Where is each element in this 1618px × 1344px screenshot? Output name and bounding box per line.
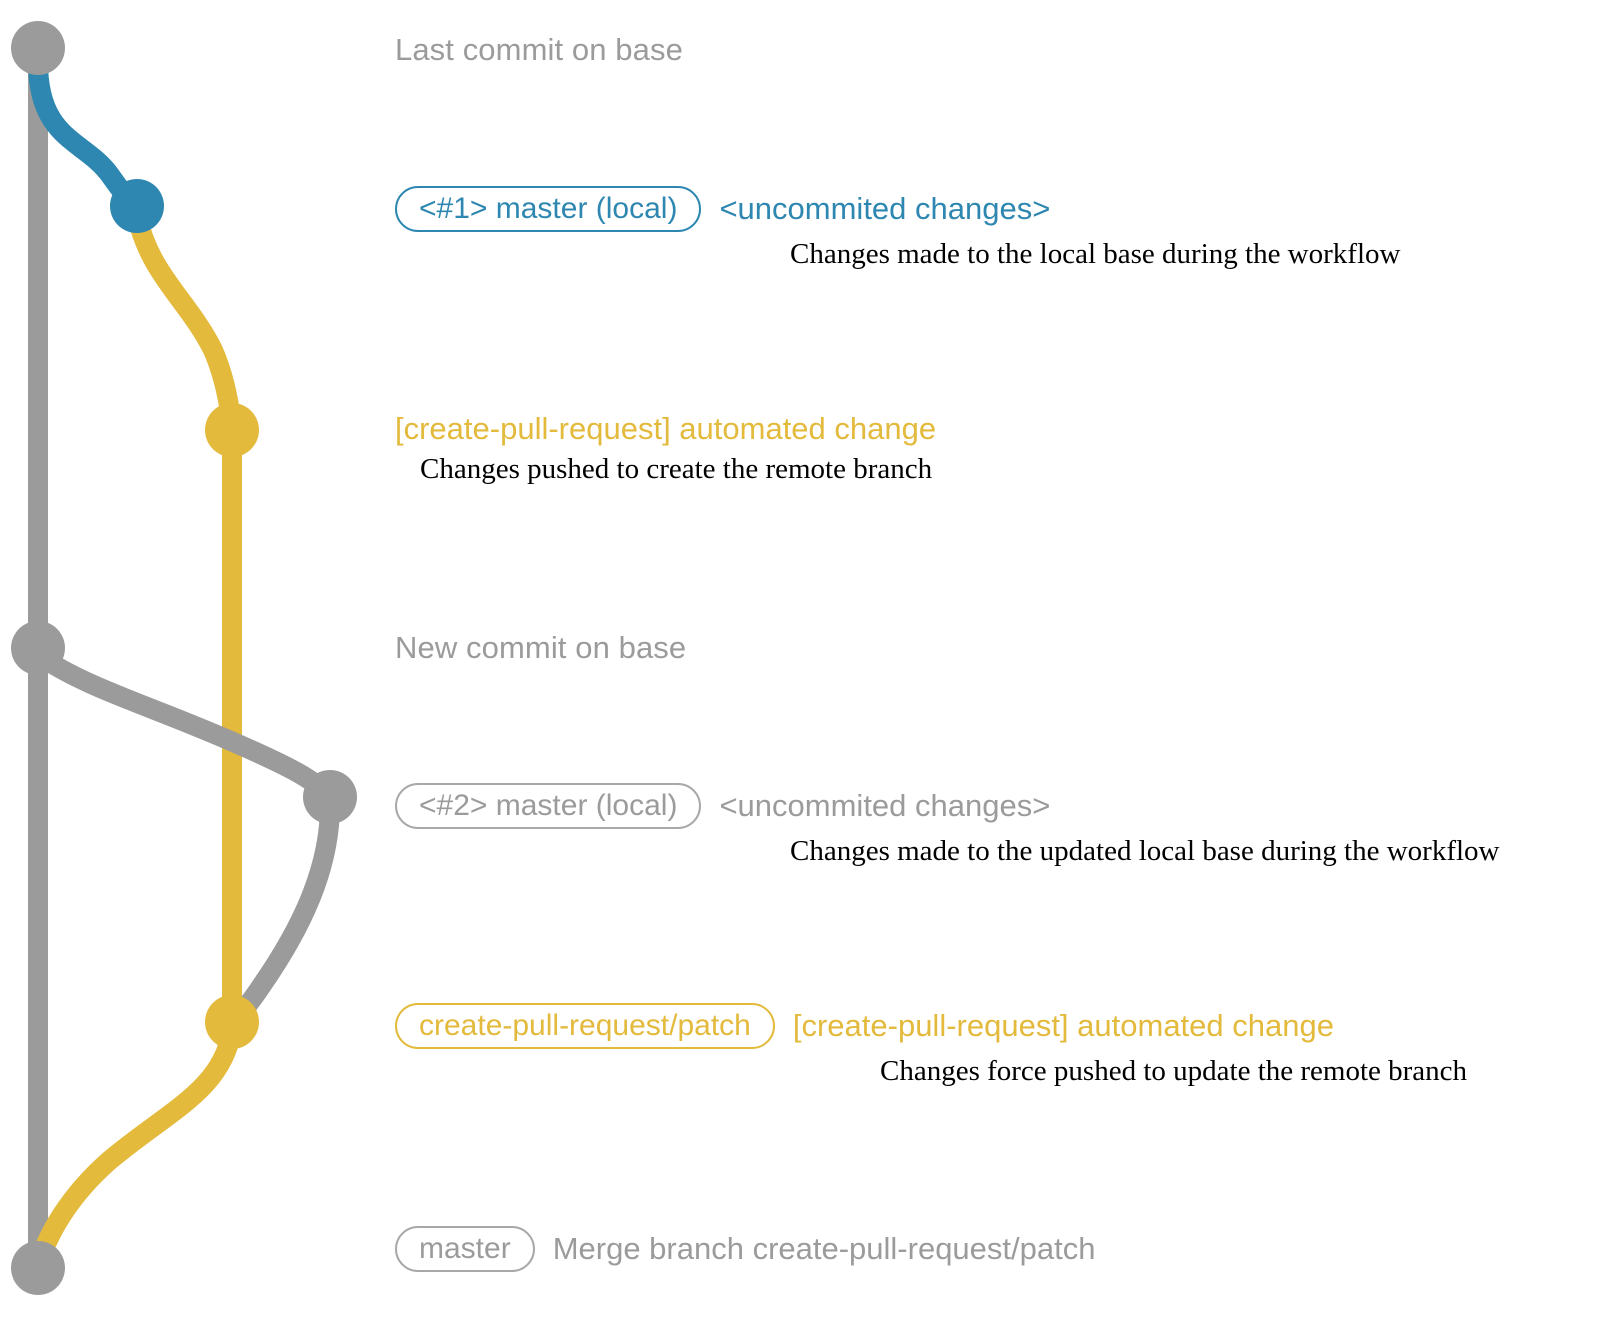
- merge-commit-node[interactable]: [11, 1241, 65, 1295]
- patch-commit-1-node[interactable]: [205, 403, 259, 457]
- patch-commit-2-node[interactable]: [205, 995, 259, 1049]
- patch-branch-1-line: [127, 206, 242, 440]
- row-last-commit: Last commit on base: [395, 32, 683, 68]
- row-local-commit-2: <#2> master (local) <uncommited changes>…: [395, 783, 1500, 868]
- row-new-commit: New commit on base: [395, 630, 686, 666]
- row-merge-commit-main: master Merge branch create-pull-request/…: [395, 1226, 1095, 1272]
- branch-badge-local-1[interactable]: <#1> master (local): [395, 186, 702, 232]
- commit-subject-patch-1: [create-pull-request] automated change: [395, 411, 937, 446]
- row-local-commit-1-main: <#1> master (local) <uncommited changes>: [395, 186, 1400, 232]
- branch-badge-local-2[interactable]: <#2> master (local): [395, 783, 702, 829]
- commit-description-patch-2: Changes force pushed to update the remot…: [880, 1055, 1468, 1087]
- row-patch-commit-1-main: [create-pull-request] automated change: [395, 411, 936, 447]
- commit-subject-merge: Merge branch create-pull-request/patch: [552, 1231, 1096, 1266]
- local-branch-2-line: [28, 645, 340, 807]
- row-patch-commit-2: create-pull-request/patch [create-pull-r…: [395, 1003, 1467, 1088]
- base-new-commit-node[interactable]: [11, 621, 65, 675]
- branch-badge-patch[interactable]: create-pull-request/patch: [395, 1003, 775, 1049]
- row-new-commit-main: New commit on base: [395, 630, 686, 666]
- commit-subject-last-commit: Last commit on base: [395, 32, 683, 67]
- row-merge-commit: master Merge branch create-pull-request/…: [395, 1226, 1095, 1272]
- commit-subject-patch-2: [create-pull-request] automated change: [792, 1008, 1334, 1043]
- branch-badge-master[interactable]: master: [395, 1226, 535, 1272]
- row-last-commit-main: Last commit on base: [395, 32, 683, 68]
- local-commit-2-node[interactable]: [303, 770, 357, 824]
- local-commit-1-node[interactable]: [110, 179, 164, 233]
- row-patch-commit-1: [create-pull-request] automated change C…: [395, 411, 936, 486]
- commit-description-local-2: Changes made to the updated local base d…: [790, 835, 1500, 867]
- commit-graph: [11, 21, 357, 1295]
- row-local-commit-2-main: <#2> master (local) <uncommited changes>: [395, 783, 1500, 829]
- commit-subject-local-2: <uncommited changes>: [719, 788, 1051, 823]
- commit-description-local-1: Changes made to the local base during th…: [790, 238, 1401, 270]
- commit-subject-new-commit: New commit on base: [395, 630, 687, 665]
- row-patch-commit-2-main: create-pull-request/patch [create-pull-r…: [395, 1003, 1467, 1049]
- local-to-patch-2-line: [222, 795, 340, 1032]
- patch-merge-line: [28, 1020, 242, 1278]
- base-head-node[interactable]: [11, 21, 65, 75]
- row-local-commit-1: <#1> master (local) <uncommited changes>…: [395, 186, 1400, 271]
- commit-subject-local-1: <uncommited changes>: [719, 191, 1051, 226]
- commit-description-patch-1: Changes pushed to create the remote bran…: [420, 453, 933, 485]
